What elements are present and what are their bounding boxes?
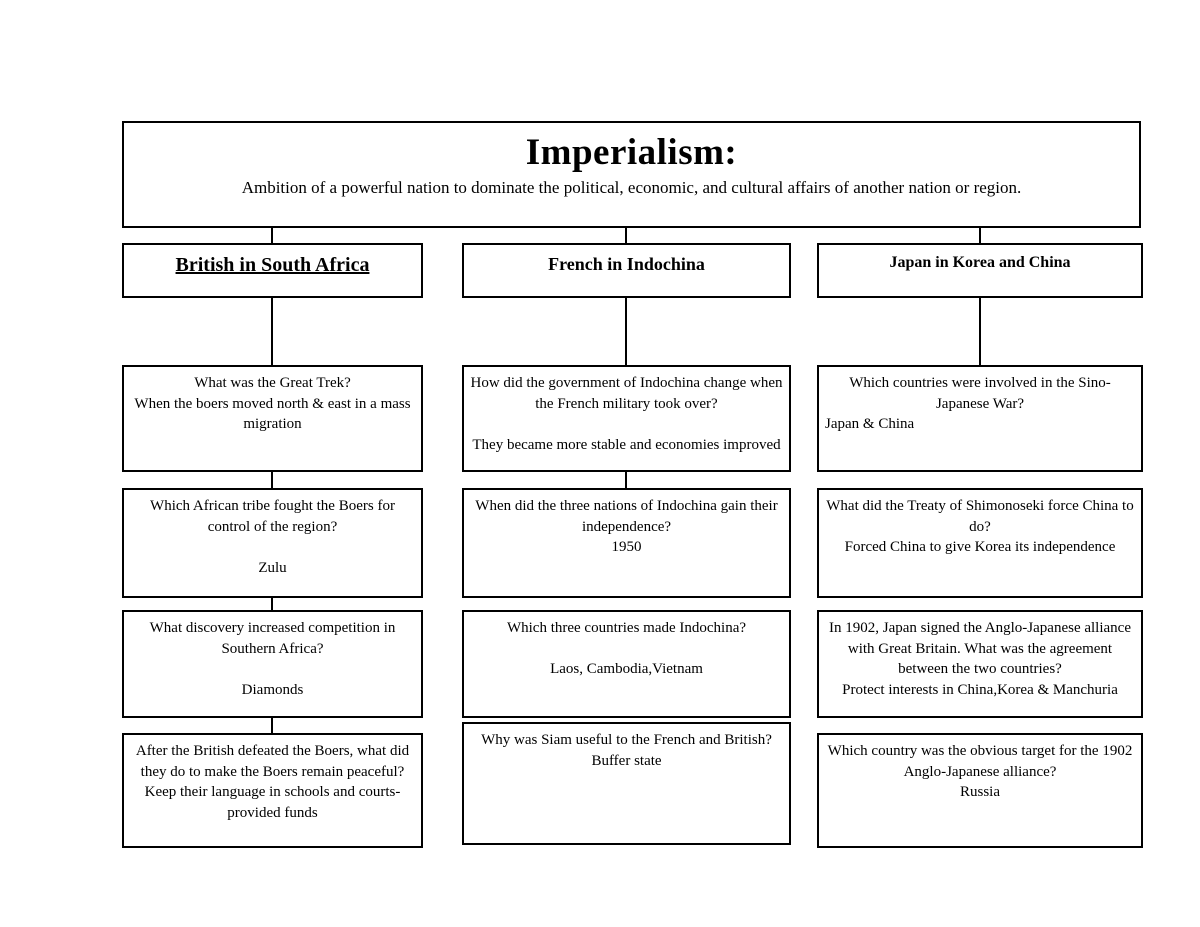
qa-box-japan-3-text: In 1902, Japan signed the Anglo-Japanese… — [829, 620, 1131, 699]
connector-french-box1-box2 — [625, 472, 627, 488]
column-header-british: British in South Africa — [122, 243, 423, 298]
connector-british-box2-box3 — [271, 598, 273, 610]
column-header-british-label: British in South Africa — [175, 254, 370, 276]
qa-box-japan-2-text: What did the Treaty of Shimonoseki force… — [826, 498, 1134, 556]
column-header-japan: Japan in Korea and China — [817, 243, 1143, 298]
connector-title-to-british — [271, 228, 273, 243]
column-header-japan-label: Japan in Korea and China — [889, 254, 1071, 271]
qa-box-french-4-text: Why was Siam useful to the French and Br… — [481, 732, 772, 769]
qa-box-japan-3: In 1902, Japan signed the Anglo-Japanese… — [817, 610, 1143, 718]
qa-box-japan-2: What did the Treaty of Shimonoseki force… — [817, 488, 1143, 598]
qa-box-french-2: When did the three nations of Indochina … — [462, 488, 791, 598]
qa-box-japan-1: Which countries were involved in the Sin… — [817, 365, 1143, 472]
qa-box-french-2-text: When did the three nations of Indochina … — [475, 498, 778, 556]
qa-box-british-2: Which African tribe fought the Boers for… — [122, 488, 423, 598]
qa-box-british-3: What discovery increased competition in … — [122, 610, 423, 718]
connector-japan-header-to-box1 — [979, 298, 981, 365]
page-title: Imperialism: — [525, 132, 738, 173]
qa-box-british-4: After the British defeated the Boers, wh… — [122, 733, 423, 848]
column-header-french: French in Indochina — [462, 243, 791, 298]
connector-british-box3-box4 — [271, 718, 273, 733]
connector-british-box1-box2 — [271, 472, 273, 488]
connector-title-to-japan — [979, 228, 981, 243]
title-box: Imperialism: Ambition of a powerful nati… — [122, 121, 1141, 228]
qa-box-british-1-text: What was the Great Trek? When the boers … — [134, 375, 411, 433]
qa-box-french-3: Which three countries made Indochina? La… — [462, 610, 791, 718]
qa-box-french-1: How did the government of Indochina chan… — [462, 365, 791, 472]
connector-british-header-to-box1 — [271, 298, 273, 365]
qa-box-french-1-text: How did the government of Indochina chan… — [470, 375, 783, 454]
qa-box-japan-1-answer: Japan & China — [825, 416, 915, 433]
qa-box-british-4-text: After the British defeated the Boers, wh… — [135, 743, 410, 822]
qa-box-british-2-text: Which African tribe fought the Boers for… — [150, 498, 395, 577]
page-subtitle: Ambition of a powerful nation to dominat… — [241, 178, 1022, 197]
qa-box-british-1: What was the Great Trek? When the boers … — [122, 365, 423, 472]
column-header-french-label: French in Indochina — [548, 254, 705, 274]
qa-box-japan-1-question: Which countries were involved in the Sin… — [849, 375, 1111, 412]
qa-box-japan-4: Which country was the obvious target for… — [817, 733, 1143, 848]
qa-box-japan-4-text: Which country was the obvious target for… — [827, 743, 1133, 801]
connector-french-header-to-box1 — [625, 298, 627, 365]
connector-title-to-french — [625, 228, 627, 243]
qa-box-french-4: Why was Siam useful to the French and Br… — [462, 722, 791, 845]
qa-box-british-3-text: What discovery increased competition in … — [149, 620, 396, 699]
qa-box-french-3-text: Which three countries made Indochina? La… — [506, 620, 747, 678]
